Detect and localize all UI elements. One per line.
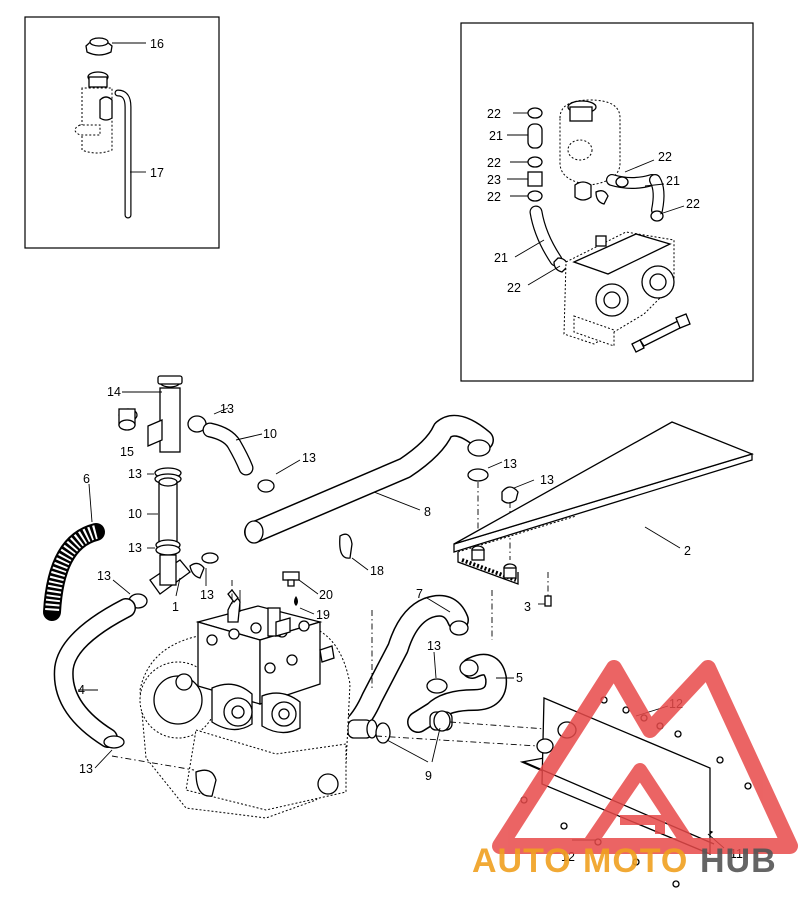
clamp-13-center bbox=[426, 651, 448, 694]
dash-engine-hose bbox=[111, 755, 195, 771]
callout-10a: 10 bbox=[263, 427, 277, 441]
corrugated-hose-6 bbox=[43, 483, 105, 621]
callout-8: 8 bbox=[424, 505, 431, 519]
callout-13g: 13 bbox=[503, 457, 517, 471]
hose-7 bbox=[343, 594, 469, 737]
callout-6: 6 bbox=[83, 472, 90, 486]
callout-13a: 13 bbox=[220, 402, 234, 416]
callout-20: 20 bbox=[319, 588, 333, 602]
seal-19 bbox=[294, 596, 315, 615]
callout-9: 9 bbox=[425, 769, 432, 783]
tee-fitting-upper bbox=[118, 375, 183, 453]
callout-22f: 22 bbox=[507, 281, 521, 295]
callout-13d: 13 bbox=[128, 541, 142, 555]
callout-22a: 22 bbox=[487, 107, 501, 121]
callout-22d: 22 bbox=[658, 150, 672, 164]
callout-22e: 22 bbox=[686, 197, 700, 211]
inset-leaders bbox=[507, 112, 685, 286]
callout-17: 17 bbox=[150, 166, 164, 180]
callout-21a: 21 bbox=[489, 129, 503, 143]
clip-18 bbox=[339, 533, 369, 571]
callout-4: 4 bbox=[78, 683, 85, 697]
callout-21b: 21 bbox=[666, 174, 680, 188]
watermark-logo bbox=[492, 660, 798, 854]
tee-fitting-1 bbox=[149, 552, 219, 597]
callout-13c: 13 bbox=[128, 467, 142, 481]
callout-5: 5 bbox=[516, 671, 523, 685]
coolant-reservoir bbox=[559, 99, 621, 205]
callout-7: 7 bbox=[416, 587, 423, 601]
watermark-moto: MOTO bbox=[583, 842, 688, 880]
callout-labels: 16 17 22 21 22 23 22 22 21 22 21 22 14 1… bbox=[78, 37, 743, 864]
callout-13e: 13 bbox=[97, 569, 111, 583]
hose-8 bbox=[244, 414, 494, 544]
callout-23: 23 bbox=[487, 173, 501, 187]
callout-22b: 22 bbox=[487, 156, 501, 170]
callout-13f: 13 bbox=[200, 588, 214, 602]
watermark-hub: HUB bbox=[700, 842, 777, 880]
watermark-auto: AUTO bbox=[472, 842, 572, 880]
callout-21c: 21 bbox=[494, 251, 508, 265]
callout-10b: 10 bbox=[128, 507, 142, 521]
callout-15: 15 bbox=[120, 445, 134, 459]
callout-14: 14 bbox=[107, 385, 121, 399]
callout-16: 16 bbox=[150, 37, 164, 51]
callout-13j: 13 bbox=[79, 762, 93, 776]
hose-4 bbox=[53, 579, 148, 769]
overflow-hose bbox=[114, 89, 146, 219]
callout-3: 3 bbox=[524, 600, 531, 614]
callout-1: 1 bbox=[172, 600, 179, 614]
callout-13h: 13 bbox=[540, 473, 554, 487]
inset-box-right bbox=[460, 22, 754, 382]
sensor-20 bbox=[282, 571, 319, 595]
inset-box-left bbox=[24, 16, 220, 249]
callout-19: 19 bbox=[316, 608, 330, 622]
hose-5 bbox=[407, 653, 514, 733]
inset-hose-connections bbox=[527, 107, 665, 273]
callout-13i: 13 bbox=[427, 639, 441, 653]
heat-exchanger-2 bbox=[453, 421, 754, 585]
filler-neck bbox=[74, 71, 113, 154]
radiator-cap bbox=[85, 37, 146, 56]
callout-2: 2 bbox=[684, 544, 691, 558]
callout-18: 18 bbox=[370, 564, 384, 578]
callout-13b: 13 bbox=[302, 451, 316, 465]
couplers-9 bbox=[347, 710, 561, 763]
pipe-10-vertical bbox=[147, 467, 182, 556]
bolt-3 bbox=[538, 572, 552, 607]
hose-10-upper bbox=[187, 407, 301, 493]
engine bbox=[139, 589, 351, 819]
inset-engine bbox=[563, 231, 691, 353]
callout-22c: 22 bbox=[487, 190, 501, 204]
